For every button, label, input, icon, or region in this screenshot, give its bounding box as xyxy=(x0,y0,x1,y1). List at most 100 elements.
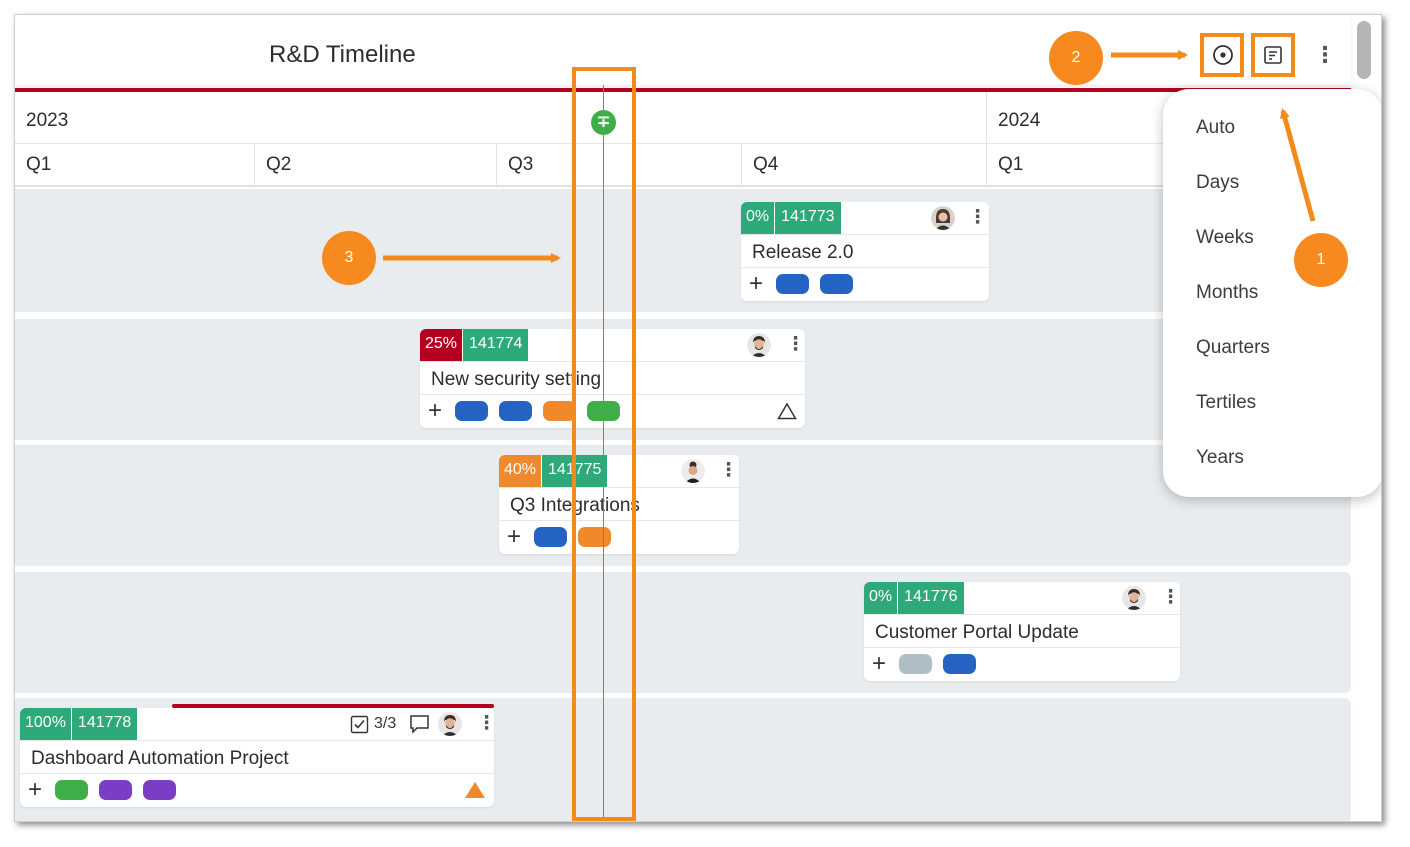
card-title[interactable]: Dashboard Automation Project xyxy=(31,748,289,769)
more-vertical-icon[interactable]: ⋮ xyxy=(1314,42,1336,67)
menu-item-months[interactable]: Months xyxy=(1196,282,1259,303)
target-icon xyxy=(1213,45,1233,65)
id-tag[interactable]: 141776 xyxy=(897,582,964,614)
card-menu-icon[interactable]: ⋮ xyxy=(1161,587,1180,608)
card-menu-icon[interactable]: ⋮ xyxy=(786,334,805,355)
tag-pill[interactable] xyxy=(499,401,532,421)
menu-item-quarters[interactable]: Quarters xyxy=(1196,337,1270,358)
avatar[interactable] xyxy=(747,333,771,357)
avatar[interactable] xyxy=(1122,586,1146,610)
menu-item-days[interactable]: Days xyxy=(1196,172,1240,193)
card-title[interactable]: New security setting xyxy=(431,369,602,390)
scrollbar[interactable] xyxy=(1357,21,1371,79)
quarter-label: Q1 xyxy=(998,154,1024,175)
card-divider xyxy=(864,647,1180,648)
card-tags: 40% 141775 xyxy=(499,455,608,487)
tag-pill[interactable] xyxy=(943,654,976,674)
card-tags: 0% 141773 xyxy=(741,202,841,234)
card-menu-icon[interactable]: ⋮ xyxy=(968,207,987,228)
task-card[interactable]: 25% 141774 ⋮ New security setting + xyxy=(420,329,805,428)
tag-pill[interactable] xyxy=(820,274,853,294)
timeline-header: R&D Timeline ⋮ xyxy=(15,15,1371,85)
tag-pill[interactable] xyxy=(55,780,88,800)
callout-2: 2 xyxy=(1049,31,1103,85)
task-card[interactable]: 40% 141775 ⋮ Q3 Integrations + xyxy=(499,455,739,554)
add-tag-button[interactable]: + xyxy=(428,397,443,424)
scale-divider xyxy=(15,143,1351,144)
card-tags: 100% 141778 xyxy=(20,708,138,740)
card-menu-icon[interactable]: ⋮ xyxy=(477,713,496,734)
year-label: 2024 xyxy=(998,110,1041,131)
task-card[interactable]: 0% 141776 ⋮ Customer Portal Update + xyxy=(864,582,1180,681)
card-tags: 25% 141774 xyxy=(420,329,529,361)
today-line xyxy=(603,85,604,821)
quarter-label: Q3 xyxy=(497,144,742,187)
today-marker[interactable]: ∓ xyxy=(591,110,616,135)
scale-icon xyxy=(1264,46,1282,64)
callout-1: 1 xyxy=(1294,233,1348,287)
card-footer: + xyxy=(507,523,611,550)
card-tags: 0% 141776 xyxy=(864,582,964,614)
year-divider xyxy=(986,92,987,187)
progress-tag: 25% xyxy=(420,329,463,361)
card-footer: + xyxy=(428,397,620,424)
progress-tag: 0% xyxy=(864,582,898,614)
scale-button[interactable] xyxy=(1257,39,1289,71)
header-divider xyxy=(15,88,1351,92)
quarter-label: Q1 xyxy=(15,144,255,187)
tag-pill[interactable] xyxy=(455,401,488,421)
warning-outline-icon xyxy=(777,402,797,420)
scale-button-highlight xyxy=(1251,33,1295,77)
comment-icon[interactable] xyxy=(409,714,431,734)
card-divider xyxy=(420,394,805,395)
add-tag-button[interactable]: + xyxy=(749,270,764,297)
card-title[interactable]: Release 2.0 xyxy=(752,242,854,263)
menu-item-years[interactable]: Years xyxy=(1196,447,1244,468)
id-tag[interactable]: 141778 xyxy=(70,708,138,740)
tag-pill[interactable] xyxy=(99,780,132,800)
tag-pill[interactable] xyxy=(143,780,176,800)
card-divider xyxy=(20,740,494,741)
card-menu-icon[interactable]: ⋮ xyxy=(719,460,738,481)
add-tag-button[interactable]: + xyxy=(872,650,887,677)
id-tag[interactable]: 141774 xyxy=(462,329,529,361)
add-tag-button[interactable]: + xyxy=(507,523,522,550)
card-divider xyxy=(20,773,494,774)
scale-dropdown: Auto Days Weeks Months Quarters Tertiles… xyxy=(1163,89,1381,497)
tag-pill[interactable] xyxy=(534,527,567,547)
tag-pill[interactable] xyxy=(899,654,932,674)
parent-bar xyxy=(172,704,494,708)
today-highlight xyxy=(572,67,636,821)
checklist-icon xyxy=(350,715,369,734)
avatar[interactable] xyxy=(438,712,462,736)
swimlane xyxy=(15,189,1351,312)
card-footer: + xyxy=(28,776,176,803)
progress-tag: 0% xyxy=(741,202,775,234)
app-window: R&D Timeline ⋮ 2023 2024 Q1 Q2 Q3 Q4 Q1 … xyxy=(14,14,1382,822)
menu-item-tertiles[interactable]: Tertiles xyxy=(1196,392,1257,413)
card-title[interactable]: Customer Portal Update xyxy=(875,622,1079,643)
quarter-label: Q2 xyxy=(255,144,497,187)
card-divider xyxy=(741,267,989,268)
card-footer: + xyxy=(872,650,976,677)
today-button-highlight xyxy=(1200,33,1244,77)
card-footer: + xyxy=(749,270,853,297)
card-divider xyxy=(499,487,739,488)
add-tag-button[interactable]: + xyxy=(28,776,43,803)
time-scale: 2023 2024 Q1 Q2 Q3 Q4 Q1 xyxy=(15,92,1351,187)
card-divider xyxy=(420,361,805,362)
today-button[interactable] xyxy=(1207,39,1239,71)
tag-pill[interactable] xyxy=(578,527,611,547)
avatar[interactable] xyxy=(931,206,955,230)
id-tag[interactable]: 141773 xyxy=(774,202,841,234)
task-card[interactable]: 100% 141778 3/3 ⋮ Dashboard Automation P… xyxy=(20,708,496,807)
menu-item-auto[interactable]: Auto xyxy=(1196,117,1236,138)
tag-pill[interactable] xyxy=(543,401,576,421)
card-divider xyxy=(864,614,1180,615)
menu-item-weeks[interactable]: Weeks xyxy=(1196,227,1254,248)
quarter-label: Q4 xyxy=(742,144,987,187)
avatar[interactable] xyxy=(681,459,705,483)
page-title: R&D Timeline xyxy=(269,41,416,68)
task-card[interactable]: 0% 141773 ⋮ Release 2.0 + xyxy=(741,202,989,301)
tag-pill[interactable] xyxy=(776,274,809,294)
